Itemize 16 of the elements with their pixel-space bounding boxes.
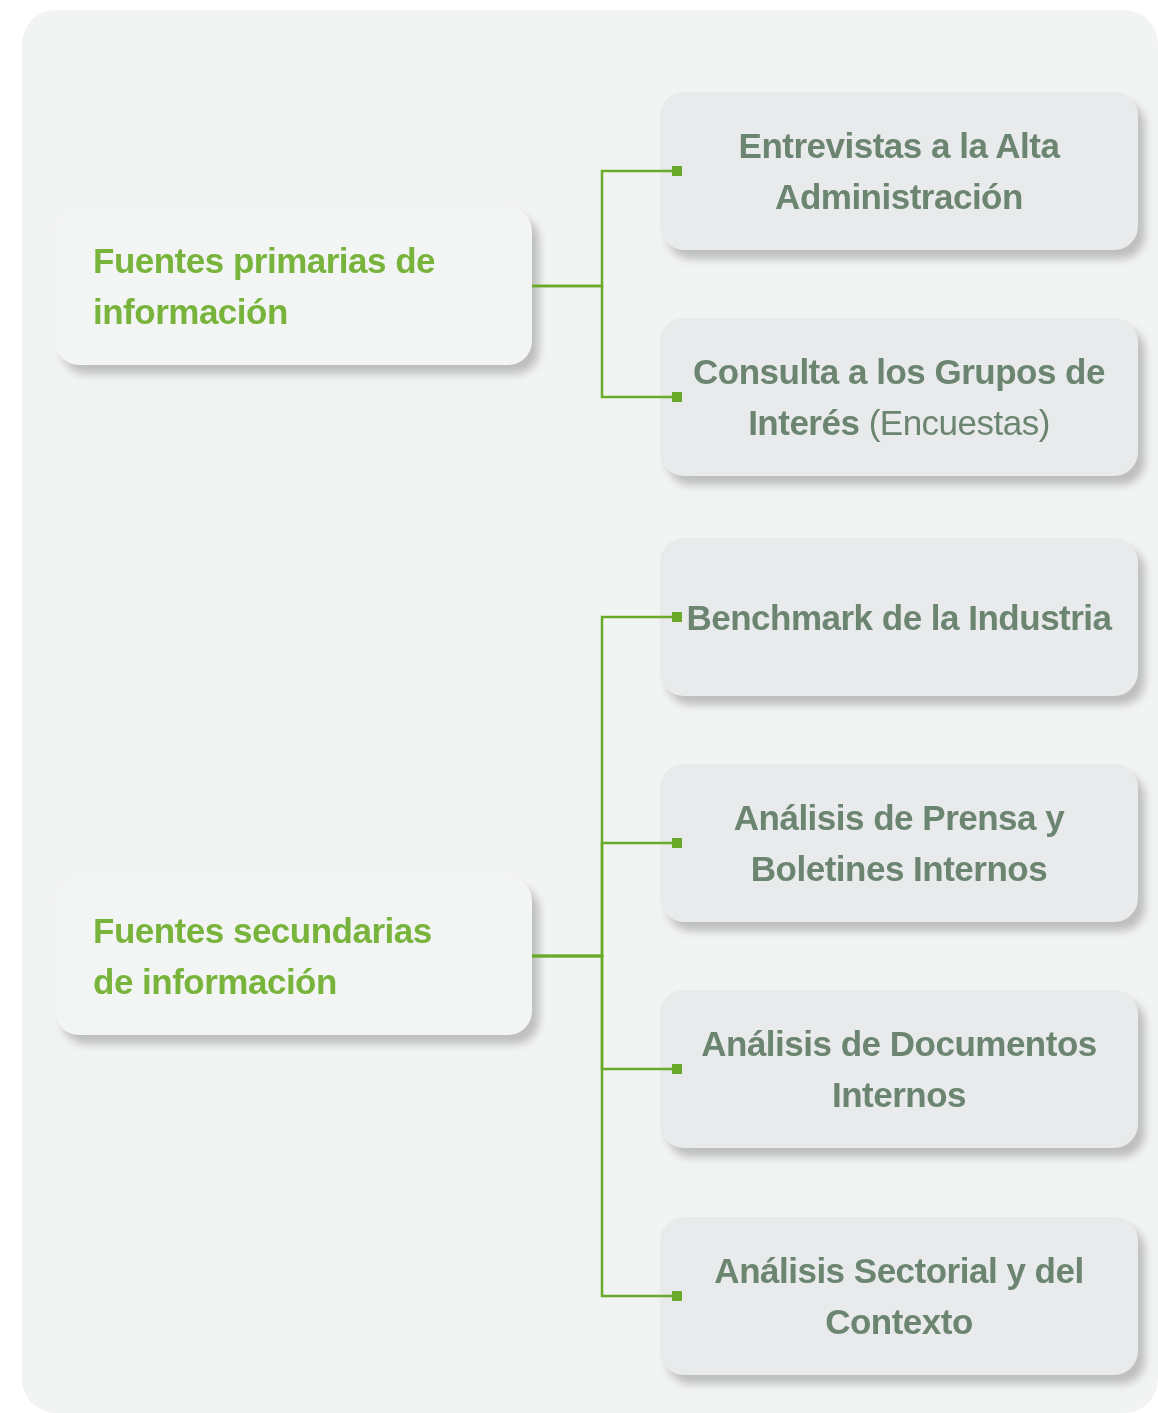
box-text: Fuentes primarias de información (93, 240, 437, 333)
source-box (660, 1217, 1138, 1375)
connector (532, 284, 682, 402)
source-box (660, 92, 1138, 250)
box-text: Análisis de Prensa y Boletines Internos (732, 797, 1066, 890)
source-box (660, 764, 1138, 922)
source-box (660, 990, 1138, 1148)
box-text: Benchmark de la Industria (686, 596, 1112, 639)
box-text: Fuentes secundarias de información (93, 910, 433, 1003)
box-text: Análisis de Documentos Internos (700, 1023, 1098, 1116)
source-box (660, 538, 1138, 696)
source-box (660, 318, 1138, 476)
box-text: Entrevistas a la Alta Administración (737, 125, 1062, 218)
box-text: Análisis Sectorial y del Contexto (713, 1250, 1085, 1343)
connector (532, 954, 682, 1301)
box-text: Consulta a los Grupos de Interés (Encuestas) (692, 351, 1106, 444)
